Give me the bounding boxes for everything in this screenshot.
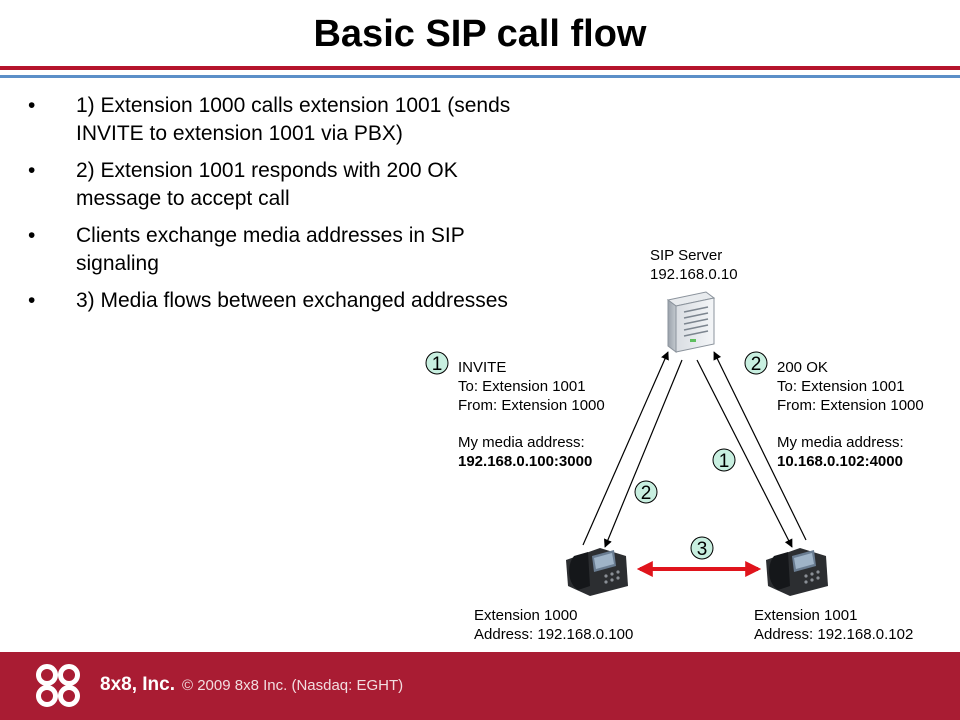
bullet-text: 3) Media flows between exchanged address… [76,289,508,312]
svg-text:1: 1 [432,354,443,375]
bullet-item: • 1) Extension 1000 calls extension 1001… [0,92,600,148]
bullet-item: • 3) Media flows between exchanged addre… [0,287,600,315]
bullet-marker: • [28,159,36,182]
svg-text:To: Extension 1001: To: Extension 1001 [458,378,586,395]
bullet-marker: • [28,289,36,312]
svg-text:My media address:: My media address: [458,434,585,451]
bullet-text-cont: INVITE to extension 1001 via PBX) [76,122,403,145]
svg-text:From: Extension 1000: From: Extension 1000 [777,397,924,414]
bullet-text: 2) Extension 1001 responds with 200 OK [76,159,458,182]
svg-text:2: 2 [641,483,652,504]
bullet-text-cont: message to accept call [76,187,290,210]
svg-text:2: 2 [751,354,762,375]
desk-phone-icon-left [566,548,628,596]
ok-arrow [713,351,807,541]
server-name: SIP Server [650,247,722,264]
desk-phone-icon-right [766,548,828,596]
slide-title: Basic SIP call flow [313,13,647,55]
invite-arrow [582,351,669,546]
server-ip: 192.168.0.10 [650,266,738,283]
server-icon [666,291,716,353]
phone-right-name: Extension 1001 [754,607,857,624]
step-badge-left-arrow: 2 [634,480,658,504]
bullet-list: • 1) Extension 1000 calls extension 1001… [0,92,600,324]
sip-flow-diagram: SIP Server 192.168.0.10 1 2 2 1 3 [425,247,924,643]
bullet-text-cont: signaling [76,252,159,275]
phone-left-name: Extension 1000 [474,607,577,624]
ok-message: 200 OK To: Extension 1001 From: Extensio… [777,359,924,470]
bullet-item: • 2) Extension 1001 responds with 200 OK… [0,157,600,213]
bullet-text: 1) Extension 1000 calls extension 1001 (… [76,94,511,117]
phone-right-address: Address: 192.168.0.102 [754,626,913,643]
bullet-text: Clients exchange media addresses in SIP [76,224,465,247]
bullet-marker: • [28,224,36,247]
svg-text:200 OK: 200 OK [777,359,828,376]
svg-text:INVITE: INVITE [458,359,506,376]
step-badge-right-msg: 2 [744,351,768,375]
footer-bar: 8x8, Inc. © 2009 8x8 Inc. (Nasdaq: EGHT) [0,652,960,720]
step-badge-left-msg: 1 [425,351,449,375]
bullet-marker: • [28,94,36,117]
footer-copyright: © 2009 8x8 Inc. (Nasdaq: EGHT) [182,677,404,694]
ok-relay-arrow [603,359,683,548]
svg-text:My media address:: My media address: [777,434,904,451]
company-logo-icon [36,664,80,707]
step-badge-right-arrow: 1 [712,448,736,472]
step-badge-media: 3 [690,536,714,560]
svg-text:From: Extension 1000: From: Extension 1000 [458,397,605,414]
svg-text:192.168.0.100:3000: 192.168.0.100:3000 [458,453,592,470]
title-rule-blue [0,75,960,78]
svg-text:10.168.0.102:4000: 10.168.0.102:4000 [777,453,903,470]
title-rule-red [0,66,960,70]
footer-company-name: 8x8, Inc. [100,674,175,695]
svg-text:1: 1 [719,451,730,472]
invite-relay-arrow [696,359,793,548]
phone-left-address: Address: 192.168.0.100 [474,626,633,643]
bullet-item: • Clients exchange media addresses in SI… [0,222,600,278]
invite-message: INVITE To: Extension 1001 From: Extensio… [458,359,605,470]
svg-text:To: Extension 1001: To: Extension 1001 [777,378,905,395]
svg-text:3: 3 [697,539,708,560]
